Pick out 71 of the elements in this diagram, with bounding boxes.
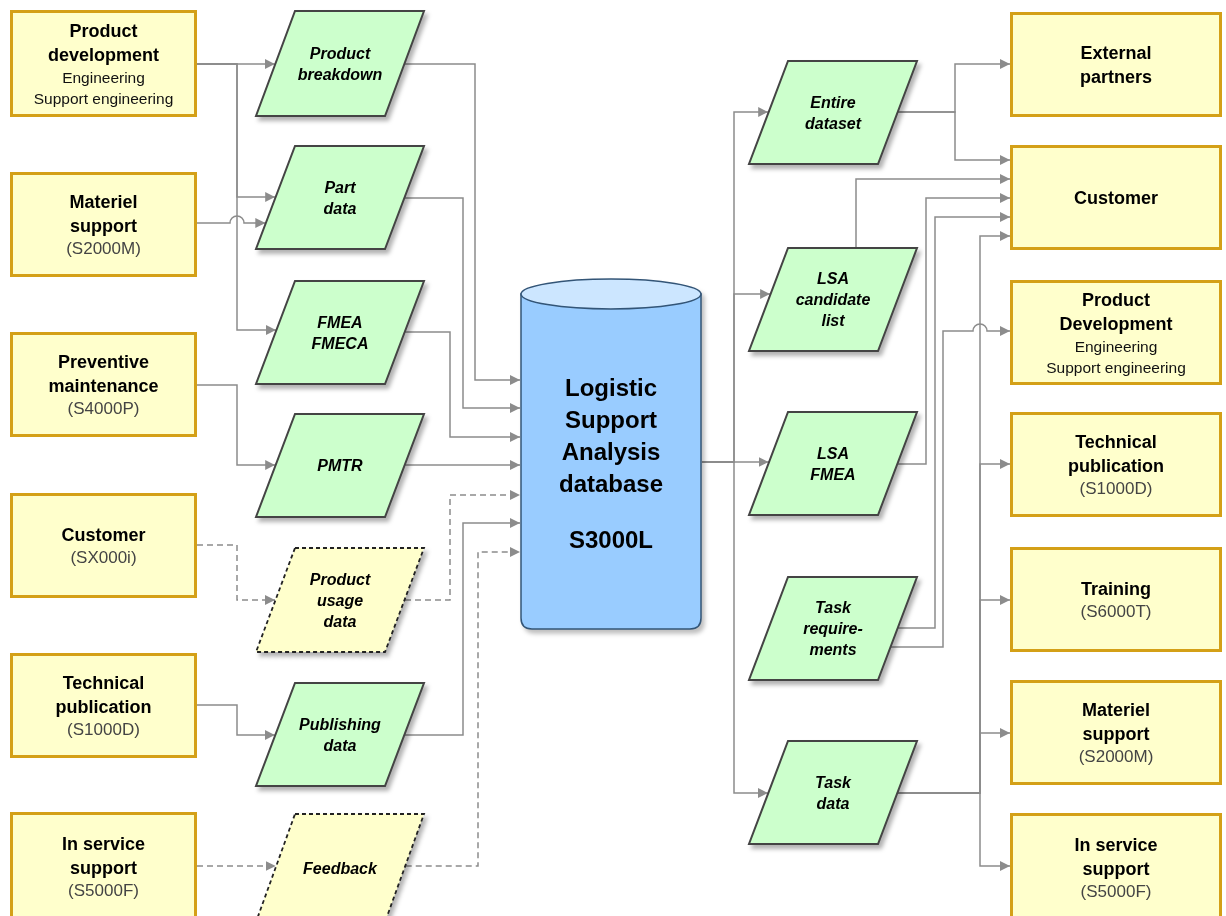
box-subtitle: (S6000T): [1080, 600, 1152, 623]
arrow: [897, 212, 1011, 629]
box-subtitle: (S4000P): [67, 397, 140, 420]
data-label: Part data: [322, 177, 358, 219]
data-label: Task data: [814, 772, 852, 814]
stakeholder-box: [10, 332, 197, 437]
stakeholder-box: [1010, 680, 1222, 785]
stakeholder-box: [10, 172, 197, 277]
database-title: Logistic Support Analysis database: [557, 373, 665, 499]
data-label: Publishing data: [298, 714, 382, 756]
box-subtitle: (S1000D): [1079, 477, 1153, 500]
box-subtitle: Engineering: [1074, 336, 1158, 357]
box-title: External partners: [1079, 41, 1153, 89]
box-title: Customer: [1073, 186, 1159, 210]
arrow: [196, 384, 276, 470]
data-label: Feedback: [302, 858, 378, 879]
stakeholder-box: [10, 493, 197, 598]
arrow: [404, 518, 521, 736]
arrow: [897, 111, 1011, 165]
stakeholder-box: [1010, 813, 1222, 916]
stakeholder-box: [1010, 412, 1222, 517]
box-title: Preventive maintenance: [47, 350, 160, 398]
arrow: [855, 174, 1011, 248]
arrow: [196, 544, 276, 605]
data-label: LSA FMEA: [809, 443, 857, 485]
box-title: Technical publication: [1067, 430, 1165, 478]
box-subtitle: (S5000F): [68, 880, 139, 902]
arrow: [404, 460, 521, 470]
data-label: Task require- ments: [802, 598, 864, 660]
box-title: Customer: [60, 523, 147, 547]
data-label: FMEA FMECA: [310, 312, 370, 354]
stakeholder-box: [1010, 547, 1222, 652]
box-title: Technical publication: [54, 671, 153, 719]
arrow: [404, 490, 521, 601]
arrow: [196, 215, 267, 228]
data-label: Product breakdown: [296, 43, 384, 85]
box-subtitle: Engineering: [62, 67, 145, 88]
data-label: LSA candidate list: [794, 269, 872, 331]
arrow: [897, 193, 1011, 465]
box-title: In service support: [1073, 834, 1159, 881]
box-subtitle: (S2000M): [1078, 745, 1154, 768]
box-subtitle: Support engineering: [33, 88, 174, 109]
box-subtitle: (S1000D): [67, 718, 140, 741]
stakeholder-box: [10, 812, 197, 916]
box-title: Materiel support: [68, 190, 139, 238]
box-subtitle: Support engineering: [1046, 357, 1186, 378]
database-code: S3000L: [568, 525, 654, 555]
arrow: [196, 861, 277, 871]
arrow: [404, 197, 521, 413]
box-title: Training: [1080, 577, 1152, 601]
stakeholder-box: [10, 653, 197, 758]
data-label: PMTR: [316, 456, 364, 476]
data-label: Product usage data: [308, 569, 372, 632]
box-title: In service support: [60, 833, 147, 880]
box-subtitle: (SX000i): [70, 546, 137, 569]
box-title: Product Development: [1058, 288, 1174, 336]
arrow: [890, 323, 1011, 648]
stakeholder-box: [1010, 145, 1222, 250]
box-title: Materiel support: [1081, 698, 1151, 746]
stakeholder-box: [1010, 12, 1222, 117]
arrow: [404, 63, 521, 385]
box-subtitle: (S2000M): [66, 237, 141, 260]
arrow: [404, 331, 521, 442]
box-title: Product development: [47, 19, 160, 67]
data-label: Entire dataset: [804, 92, 863, 134]
stakeholder-box: [1010, 280, 1222, 385]
arrow: [196, 63, 277, 335]
arrow: [196, 704, 276, 740]
arrow: [405, 547, 521, 867]
box-subtitle: (S5000F): [1080, 881, 1152, 903]
stakeholder-box: [10, 10, 197, 117]
